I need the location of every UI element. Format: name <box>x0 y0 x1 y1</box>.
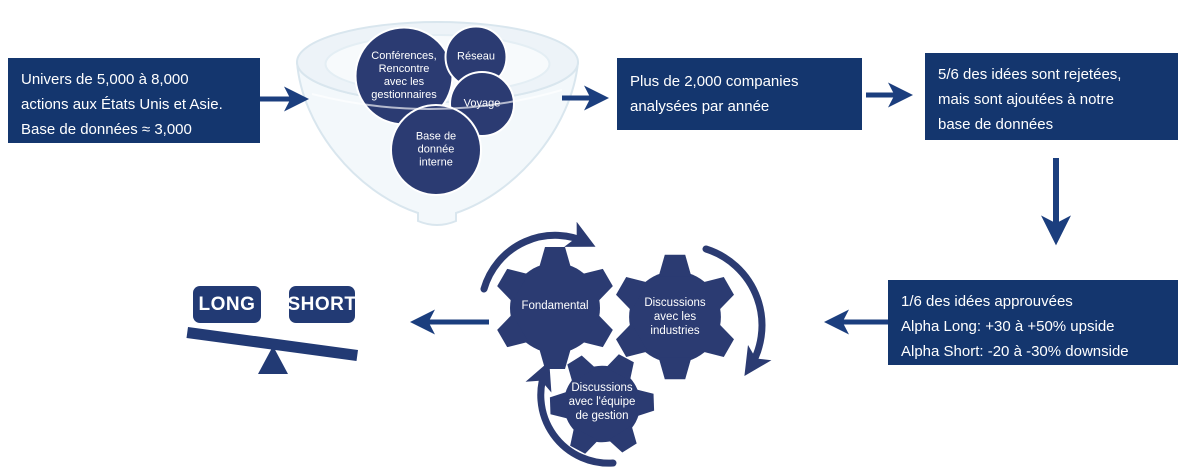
label-line: Base de <box>415 130 457 143</box>
universe-box: Univers de 5,000 à 8,000 actions aux Éta… <box>8 58 260 143</box>
universe-box-line: Univers de 5,000 à 8,000 <box>21 71 189 88</box>
companies-box: Plus de 2,000 companies analysées par an… <box>617 58 862 130</box>
companies-box-line: analysées par année <box>630 98 770 115</box>
rotation-arrow-fundamental <box>480 221 596 293</box>
conferences-circle-label: Conférences, Rencontre avec les gestionn… <box>371 50 436 102</box>
label-line: interne <box>419 156 453 169</box>
approved-box-line: 1/6 des idées approuvées <box>901 293 1073 310</box>
label-line: Réseau <box>457 50 495 63</box>
flow-arrows <box>258 82 1071 335</box>
balance-fulcrum <box>258 346 288 374</box>
label-line: industries <box>650 325 700 337</box>
management-gear-label: Discussions avec l'équipe de gestion <box>569 381 636 423</box>
label-line: Fondamental <box>521 300 589 312</box>
label-line: donnée <box>417 143 455 156</box>
rejected-box-line: 5/6 des idées sont rejetées, <box>938 66 1122 83</box>
fundamental-gear-label: Fondamental <box>521 299 588 313</box>
approved-box-line: Alpha Short: -20 à -30% downside <box>901 343 1129 360</box>
label-line: Discussions <box>571 382 633 394</box>
universe-box-line: Base de données ≈ 3,000 <box>21 121 192 138</box>
balance-plank <box>186 327 358 361</box>
rejected-box: 5/6 des idées sont rejetées, mais sont a… <box>925 53 1178 140</box>
rejected-box-line: mais sont ajoutées à notre <box>938 91 1114 108</box>
rotation-arrow-industries <box>702 245 772 377</box>
companies-box-line: Plus de 2,000 companies <box>630 73 799 90</box>
approved-box: 1/6 des idées approuvées Alpha Long: +30… <box>888 280 1178 365</box>
label-line: de gestion <box>575 410 629 422</box>
label-line: Voyage <box>463 97 501 110</box>
label-line: gestionnaires <box>371 89 437 101</box>
balance-shape <box>186 327 358 374</box>
label-line: avec les <box>653 311 697 323</box>
label-line: Conférences, <box>371 50 437 62</box>
database-circle <box>390 104 482 196</box>
funnel-waterline <box>311 89 563 111</box>
travel-circle-label: Voyage <box>464 98 501 111</box>
gears-shape <box>480 221 772 469</box>
short-pill: SHORT <box>288 286 356 323</box>
rotation-arrow-management <box>525 361 617 467</box>
label-line: avec les <box>383 76 425 88</box>
funnel-bubbles <box>354 25 515 196</box>
label-line: Rencontre <box>378 63 430 75</box>
long-pill: LONG <box>193 286 261 323</box>
universe-box-line: actions aux États Unis et Asie. <box>21 96 223 113</box>
network-circle-label: Réseau <box>457 51 495 64</box>
industries-gear-label: Discussions avec les industries <box>644 296 705 338</box>
label-line: Discussions <box>644 297 706 309</box>
approved-box-line: Alpha Long: +30 à +50% upside <box>901 318 1115 335</box>
database-circle-label: Base de donnée interne <box>416 131 456 170</box>
label-line: avec l'équipe <box>568 396 636 408</box>
rejected-box-line: base de données <box>938 116 1054 133</box>
